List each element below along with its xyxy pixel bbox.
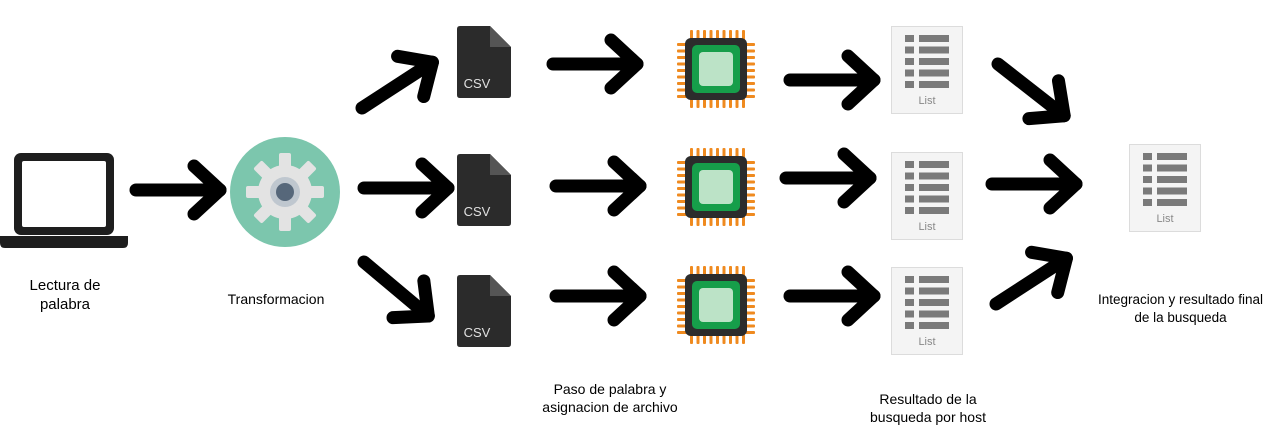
list-bars — [905, 276, 949, 329]
list-label: List — [1156, 213, 1173, 225]
chip-pins — [677, 148, 755, 226]
csv-file-label: CSV — [464, 204, 491, 219]
list-document-icon-top: List — [891, 26, 963, 114]
list-document-icon-final: List — [1129, 144, 1201, 232]
label-resultado-host: Resultado de la busqueda por host — [870, 391, 986, 425]
processor-chip-icon-middle — [677, 148, 755, 226]
list-document-icon-bottom: List — [891, 267, 963, 355]
arrow-chip-to-list-top — [790, 56, 874, 104]
list-label: List — [918, 95, 935, 107]
csv-file-label: CSV — [464, 76, 491, 91]
arrow-list-middle-to-final — [992, 160, 1076, 208]
arrow-list-bottom-to-final — [983, 238, 1080, 324]
label-transformacion: Transformacion — [227, 291, 325, 307]
gear-icon — [230, 137, 340, 247]
list-bars — [1143, 153, 1187, 206]
chip-pins — [677, 266, 755, 344]
label-integracion: Integracion y resultado final de la busq… — [1097, 292, 1264, 325]
label-lectura: Lectura de palabra — [29, 277, 101, 313]
arrow-chip-to-list-bottom — [790, 272, 874, 320]
arrow-gear-to-csv-middle — [364, 164, 448, 212]
csv-file-label: CSV — [464, 325, 491, 340]
arrow-csv-to-chip-bottom — [556, 272, 640, 320]
list-label: List — [918, 336, 935, 348]
arrow-csv-to-chip-top — [553, 40, 637, 88]
chip-pins — [677, 30, 755, 108]
label-paso: Paso de palabra y asignacion de archivo — [542, 381, 678, 415]
csv-file-icon-bottom: CSV — [457, 275, 511, 347]
processor-chip-icon-bottom — [677, 266, 755, 344]
list-bars — [905, 161, 949, 214]
arrow-laptop-to-gear — [136, 166, 220, 214]
laptop-icon — [0, 153, 128, 248]
arrow-gear-to-csv-top — [349, 42, 446, 128]
arrow-list-top-to-final — [983, 45, 1079, 135]
arrow-csv-to-chip-middle — [556, 162, 640, 210]
list-document-icon-middle: List — [891, 152, 963, 240]
list-label: List — [918, 221, 935, 233]
csv-file-icon-top: CSV — [457, 26, 511, 98]
list-bars — [905, 35, 949, 88]
csv-file-icon-middle: CSV — [457, 154, 511, 226]
arrow-gear-to-csv-bottom — [349, 244, 444, 335]
arrow-chip-to-list-middle — [786, 154, 870, 202]
processor-chip-icon-top — [677, 30, 755, 108]
